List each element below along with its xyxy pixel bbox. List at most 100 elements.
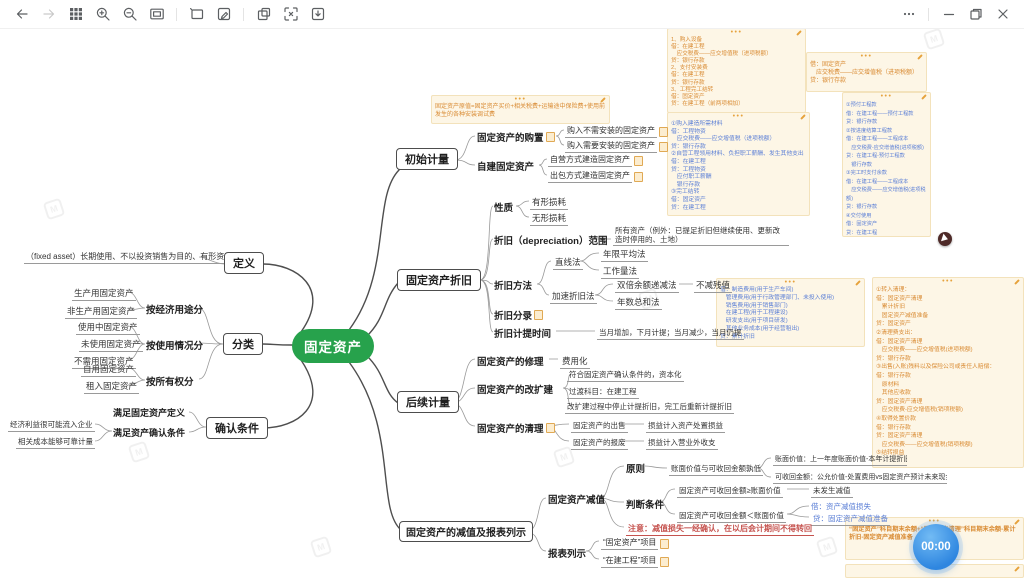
restore-button[interactable] bbox=[962, 2, 989, 26]
note-icon[interactable] bbox=[534, 310, 544, 320]
zoom-out-button[interactable] bbox=[116, 2, 143, 26]
node-pause-depreciation[interactable]: 改扩建过程中停止计提折旧，完工后重新计提折旧 bbox=[565, 401, 734, 414]
forward-button[interactable] bbox=[35, 2, 62, 26]
node-book-value[interactable]: 账面价值：上一年度账面价值-本年计提折旧 bbox=[773, 454, 907, 466]
node-cip-line-item[interactable]: “在建工程”项目 bbox=[601, 555, 670, 568]
node-fa-repair[interactable]: 固定资产的修理 bbox=[477, 357, 544, 368]
node-double-declining[interactable]: 双倍余额递减法 bbox=[615, 279, 679, 293]
node-impairment-warning[interactable]: 注意：减值损失一经确认，在以后会计期间不得转回 bbox=[626, 523, 814, 536]
topic-depreciation[interactable]: 固定资产折旧 bbox=[397, 269, 481, 291]
node-workload[interactable]: 工作量法 bbox=[601, 265, 640, 279]
node-sale-pl[interactable]: 损益计入资产处置损益 bbox=[646, 420, 725, 433]
node-purchase-no-install[interactable]: 购入不需安装的固定资产 bbox=[565, 125, 668, 138]
topic-definition[interactable]: 定义 bbox=[224, 252, 264, 274]
node-meets-definition[interactable]: 满足固定资产定义 bbox=[113, 408, 186, 418]
note-icon[interactable] bbox=[634, 171, 643, 182]
more-button[interactable] bbox=[895, 2, 922, 26]
edit-button[interactable] bbox=[210, 2, 237, 26]
node-lower-of[interactable]: 账面价值与可收回金额孰低 bbox=[669, 463, 763, 476]
node-dep-entry[interactable]: 折旧分录 bbox=[494, 308, 544, 322]
note-outsource-entries[interactable]: ••• ①预付工程款 借：在建工程——预付工程款 贷：银行存款 ②按进度结算工程… bbox=[842, 92, 931, 237]
node-imp-principle[interactable]: 原则 bbox=[626, 464, 646, 475]
note-icon[interactable] bbox=[634, 155, 643, 166]
node-report-display[interactable]: 报表列示 bbox=[548, 549, 587, 560]
note-self-build-entries[interactable]: ••• ①购入建造所需材料 借：工程物资 应交税费——应交增值税（进项税额） 贷… bbox=[667, 112, 810, 216]
node-by-usage[interactable]: 按使用情况分 bbox=[146, 341, 204, 352]
node-tangible-wear[interactable]: 有形损耗 bbox=[530, 196, 569, 210]
node-productive-fa[interactable]: 生产用固定资产 bbox=[72, 287, 136, 301]
node-unused-fa[interactable]: 未使用固定资产 bbox=[79, 338, 143, 352]
node-fa-purchase[interactable]: 固定资产的购置 bbox=[477, 130, 555, 144]
note-icon[interactable] bbox=[659, 141, 668, 152]
node-own-use-fa[interactable]: 自用固定资产 bbox=[81, 363, 137, 377]
note-icon[interactable] bbox=[660, 556, 670, 567]
node-recoverable-amount[interactable]: 可收回金额：公允价值-处置费用vs固定资产预计未来现金流量现值，孰高 bbox=[773, 472, 947, 484]
node-impairment-debit[interactable]: 借：资产减值损失 bbox=[811, 502, 871, 511]
node-recoverable-lt-book[interactable]: 固定资产可收回金额＜账面价值 bbox=[677, 510, 786, 523]
node-in-use-fa[interactable]: 使用中固定资产 bbox=[76, 321, 140, 335]
zoom-in-button[interactable] bbox=[89, 2, 116, 26]
topic-initial-measurement[interactable]: 初始计量 bbox=[396, 148, 458, 170]
node-no-impairment[interactable]: 未发生减值 bbox=[811, 485, 853, 498]
frame-button[interactable] bbox=[183, 2, 210, 26]
node-dep-scope-text[interactable]: 所有资产（例外：已提足折旧但继续使用、更新改造时停用的、土地） bbox=[613, 226, 789, 246]
note-icon[interactable] bbox=[660, 538, 670, 549]
central-topic[interactable]: 固定资产 bbox=[292, 329, 374, 363]
topic-classification[interactable]: 分类 bbox=[223, 333, 263, 355]
note-depreciation-entries[interactable]: ••• 借：制造费用(用于生产车间) 管理费用(用于行政管理部门、未投入使用) … bbox=[716, 278, 865, 347]
back-button[interactable] bbox=[8, 2, 35, 26]
note-cleanup-entries[interactable]: ••• ①转入清理： 借：固定资产清理 累计折旧 固定资产减值准备 贷：固定资产… bbox=[872, 277, 1024, 468]
node-years-average[interactable]: 年限平均法 bbox=[601, 248, 648, 262]
node-accelerated[interactable]: 加速折旧法 bbox=[550, 290, 597, 304]
pencil-icon[interactable] bbox=[921, 94, 927, 100]
node-leased-in-fa[interactable]: 租入固定资产 bbox=[84, 380, 140, 394]
note-no-install-entries[interactable]: ••• 借：固定资产 应交税费——应交增值税（进项税额） 贷：银行存款 bbox=[806, 52, 927, 92]
focus-center-button[interactable] bbox=[277, 2, 304, 26]
note-icon[interactable] bbox=[545, 423, 555, 433]
minimize-button[interactable] bbox=[935, 2, 962, 26]
node-fa-line-item[interactable]: “固定资产”项目 bbox=[601, 537, 670, 550]
pencil-icon[interactable] bbox=[1014, 279, 1020, 285]
timer-widget[interactable]: 00:00 bbox=[913, 524, 959, 570]
note-cost-formula[interactable]: ••• 固定资产原值=固定资产买价+相关税费+运输途中保险费+使用前发生的各种安… bbox=[431, 95, 610, 124]
node-straight-line[interactable]: 直线法 bbox=[553, 256, 583, 270]
node-by-economic-use[interactable]: 按经济用途分 bbox=[146, 305, 204, 316]
node-dep-nature[interactable]: 性质 bbox=[494, 203, 514, 214]
node-fa-disposal[interactable]: 固定资产的清理 bbox=[477, 421, 555, 435]
node-self-operated-build[interactable]: 自营方式建造固定资产 bbox=[548, 154, 643, 167]
node-definition-text[interactable]: （fixed asset）长期使用、不以投资销售为目的、有形资产 bbox=[24, 251, 235, 264]
close-button[interactable] bbox=[989, 2, 1016, 26]
node-fa-sale[interactable]: 固定资产的出售 bbox=[571, 420, 628, 433]
node-no-salvage[interactable]: 不减残值 bbox=[694, 279, 733, 293]
node-scrap-pl[interactable]: 损益计入营业外收支 bbox=[646, 437, 718, 450]
fit-screen-button[interactable] bbox=[143, 2, 170, 26]
note-install-entries[interactable]: ••• 1、购入设备 借：在建工程 应交税费——应交增值税（进项税额） 贷：银行… bbox=[667, 28, 806, 113]
node-outsourced-build[interactable]: 出包方式建造固定资产 bbox=[548, 170, 643, 183]
node-impairment-credit[interactable]: 贷：固定资产减值准备 bbox=[811, 513, 890, 526]
node-dep-timing-text[interactable]: 当月增加，下月计提；当月减少，当月仍提 bbox=[597, 327, 744, 340]
pencil-icon[interactable] bbox=[800, 114, 806, 120]
node-dep-scope[interactable]: 折旧（depreciation）范围 bbox=[494, 236, 608, 247]
node-cost-measurable[interactable]: 相关成本能够可靠计量 bbox=[16, 436, 95, 449]
node-fa-rebuild[interactable]: 固定资产的改扩建 bbox=[477, 385, 554, 396]
topic-impairment-reporting[interactable]: 固定资产的减值及报表列示 bbox=[399, 521, 533, 542]
grid-view-button[interactable] bbox=[62, 2, 89, 26]
pencil-icon[interactable] bbox=[855, 280, 861, 286]
download-button[interactable] bbox=[304, 2, 331, 26]
node-purchase-install[interactable]: 购入需要安装的固定资产 bbox=[565, 140, 668, 153]
pencil-icon[interactable] bbox=[796, 30, 802, 36]
pencil-icon[interactable] bbox=[1014, 566, 1020, 572]
node-nonproductive-fa[interactable]: 非生产用固定资产 bbox=[65, 305, 138, 319]
node-transition-account[interactable]: 过渡科目：在建工程 bbox=[567, 386, 639, 399]
topic-subsequent-measurement[interactable]: 后续计量 bbox=[397, 391, 459, 413]
node-not-needed-fa[interactable]: 不需用固定资产 bbox=[72, 355, 136, 369]
node-recoverable-ge-book[interactable]: 固定资产可收回金额≥账面价值 bbox=[677, 485, 783, 498]
node-fa-scrap[interactable]: 固定资产的报废 bbox=[571, 437, 628, 450]
pencil-icon[interactable] bbox=[1014, 519, 1020, 525]
node-dep-method[interactable]: 折旧方法 bbox=[494, 281, 533, 292]
node-dep-timing[interactable]: 折旧计提时间 bbox=[494, 329, 552, 340]
pencil-icon[interactable] bbox=[600, 97, 606, 103]
node-self-build[interactable]: 自建固定资产 bbox=[477, 162, 535, 173]
node-economic-benefit[interactable]: 经济利益很可能流入企业 bbox=[8, 419, 95, 432]
node-capitalize[interactable]: 符合固定资产确认条件的，资本化 bbox=[567, 369, 684, 382]
